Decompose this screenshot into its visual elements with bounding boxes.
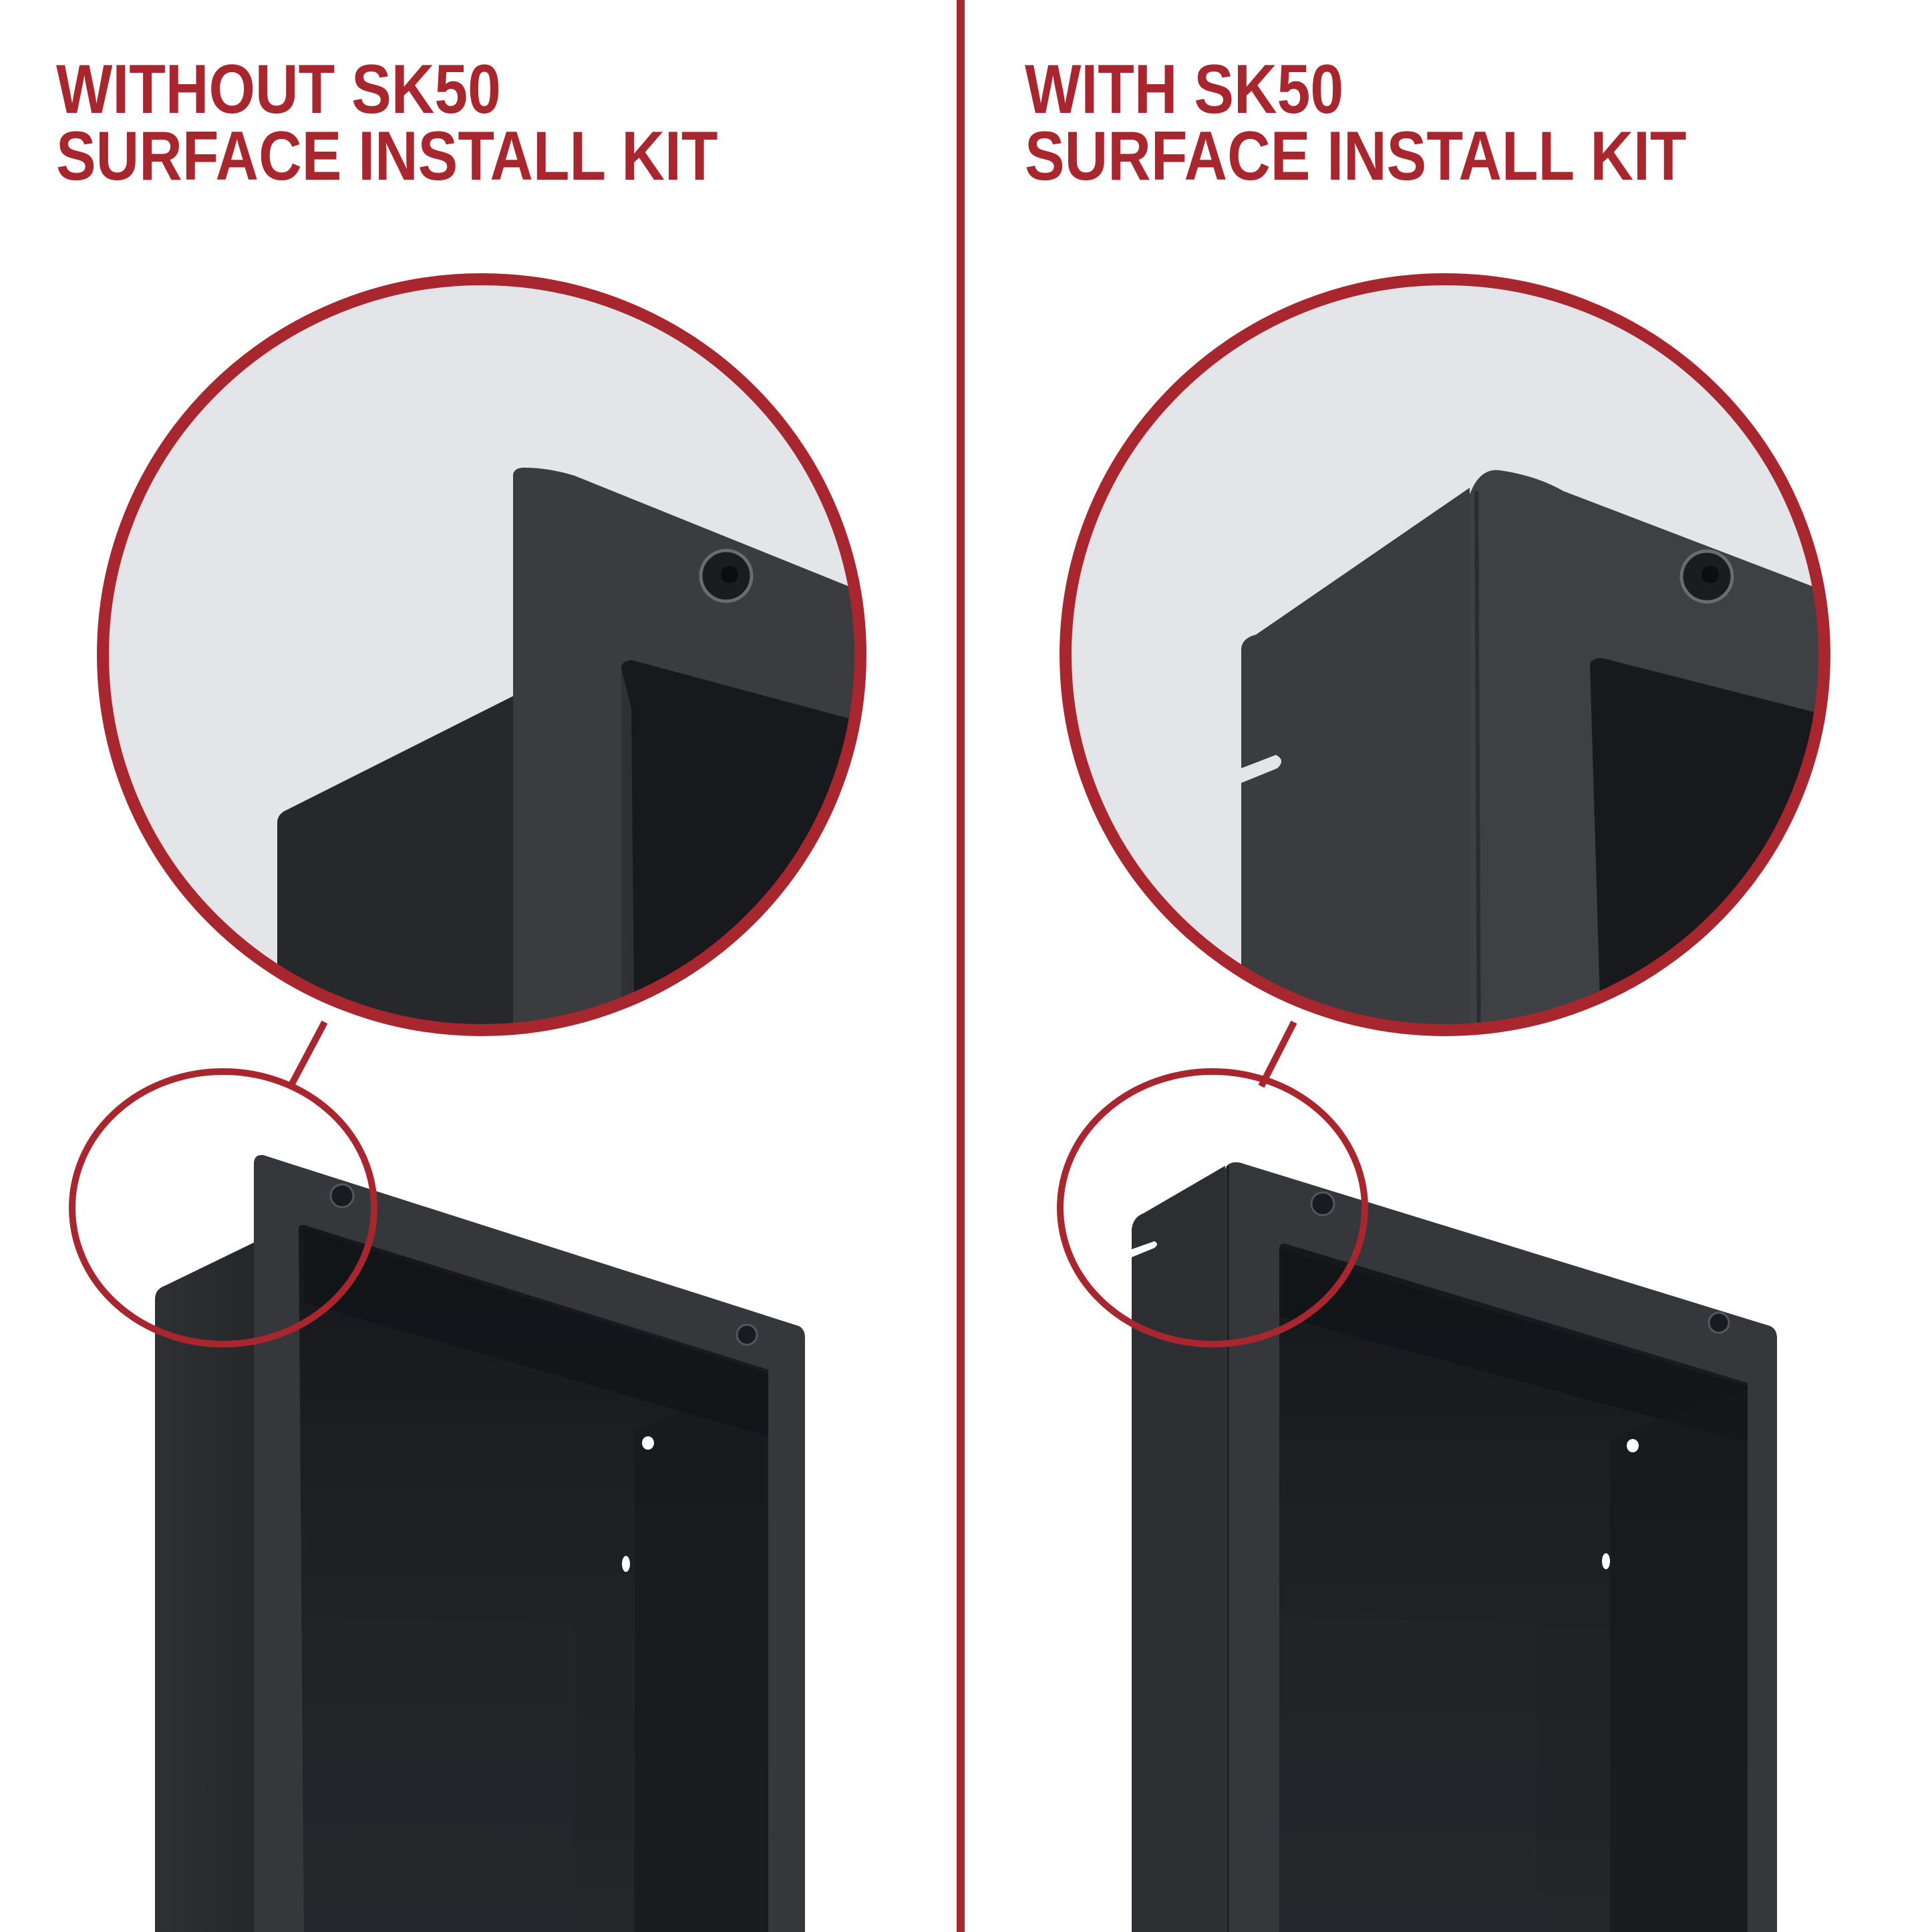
zoom-callout-large bbox=[97, 273, 866, 1036]
zoom-target-circle bbox=[69, 1068, 377, 1347]
panel-without-kit: WITHOUT SK50 SURFACE INSTALL KIT bbox=[0, 0, 957, 1932]
callout-connector bbox=[1258, 1020, 1297, 1088]
enclosure-illustration-with-kit bbox=[1057, 273, 1830, 1932]
heading-without-kit: WITHOUT SK50 SURFACE INSTALL KIT bbox=[56, 51, 718, 195]
heading-with-kit: WITH SK50 SURFACE INSTALL KIT bbox=[1025, 51, 1687, 195]
zoom-callout-large bbox=[1060, 273, 1830, 1036]
heading-line-1: WITH SK50 bbox=[1025, 51, 1344, 128]
panel-with-kit: WITH SK50 SURFACE INSTALL KIT bbox=[965, 0, 1932, 1932]
heading-line-2: SURFACE INSTALL KIT bbox=[56, 118, 718, 195]
heading-line-2: SURFACE INSTALL KIT bbox=[1025, 118, 1687, 195]
enclosure-illustration-without-kit bbox=[69, 273, 866, 1932]
enclosure-photo bbox=[155, 1154, 805, 1932]
zoom-target-circle bbox=[1057, 1068, 1368, 1347]
callout-connector bbox=[287, 1020, 328, 1090]
enclosure-photo bbox=[1132, 1162, 1777, 1932]
panel-divider bbox=[957, 0, 965, 1932]
heading-line-1: WITHOUT SK50 bbox=[56, 51, 501, 128]
